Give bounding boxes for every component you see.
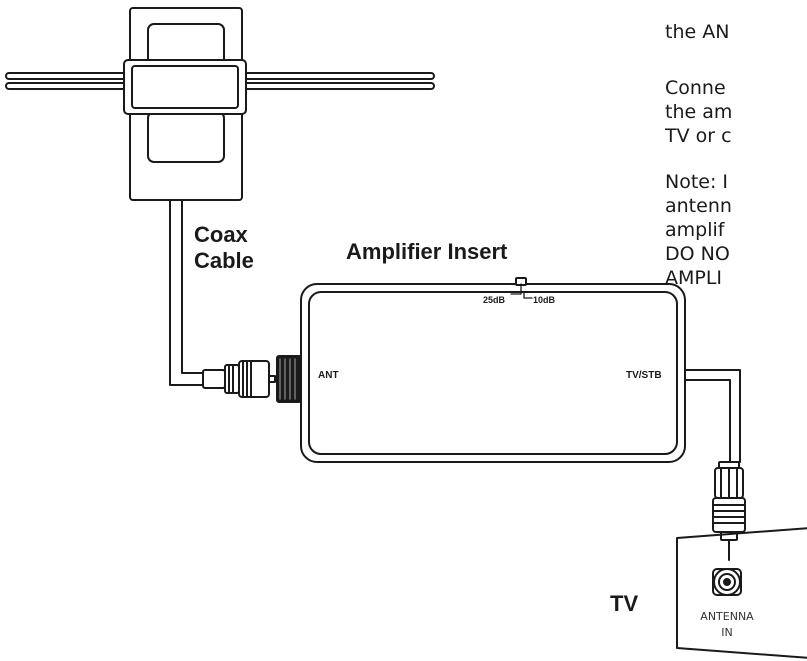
tv-panel	[676, 527, 807, 659]
instruction-line: Note: I	[665, 171, 729, 193]
instruction-line: the am	[665, 101, 733, 123]
instruction-line: antenn	[665, 195, 732, 217]
coax-cable	[169, 199, 206, 386]
ant-port-label: ANT	[318, 370, 339, 381]
gain-25db-label: 25dB	[483, 295, 506, 305]
instruction-block-2: Conne the am TV or c	[665, 76, 807, 148]
coax-cable-label: Coax Cable	[194, 222, 254, 274]
antenna-in-label-line2: IN	[721, 626, 732, 639]
instruction-line: AMPLI	[665, 267, 723, 289]
amplifier-insert-title: Amplifier Insert	[346, 239, 508, 264]
f-connector	[202, 360, 276, 398]
tv-connector	[712, 461, 746, 561]
instruction-block-1: the AN	[665, 20, 807, 44]
instruction-line: TV or c	[665, 125, 732, 147]
coax-label-line2: Cable	[194, 248, 254, 273]
output-cable	[684, 369, 741, 463]
ant-port-thread	[276, 355, 302, 403]
amplifier-body	[300, 277, 686, 463]
coax-label-line1: Coax	[194, 222, 248, 247]
instruction-line: Conne	[665, 77, 726, 99]
gain-10db-label: 10dB	[533, 295, 556, 305]
instruction-line: amplif	[665, 219, 725, 241]
instruction-block-3: Note: I antenn amplif DO NO AMPLI	[665, 170, 807, 290]
antenna	[5, 7, 435, 201]
instruction-line: the AN	[665, 21, 730, 43]
instruction-line: DO NO	[665, 243, 730, 265]
tv-label: TV	[610, 591, 639, 616]
tvstb-port-label: TV/STB	[626, 370, 662, 381]
antenna-in-label-line1: ANTENNA	[700, 610, 754, 623]
